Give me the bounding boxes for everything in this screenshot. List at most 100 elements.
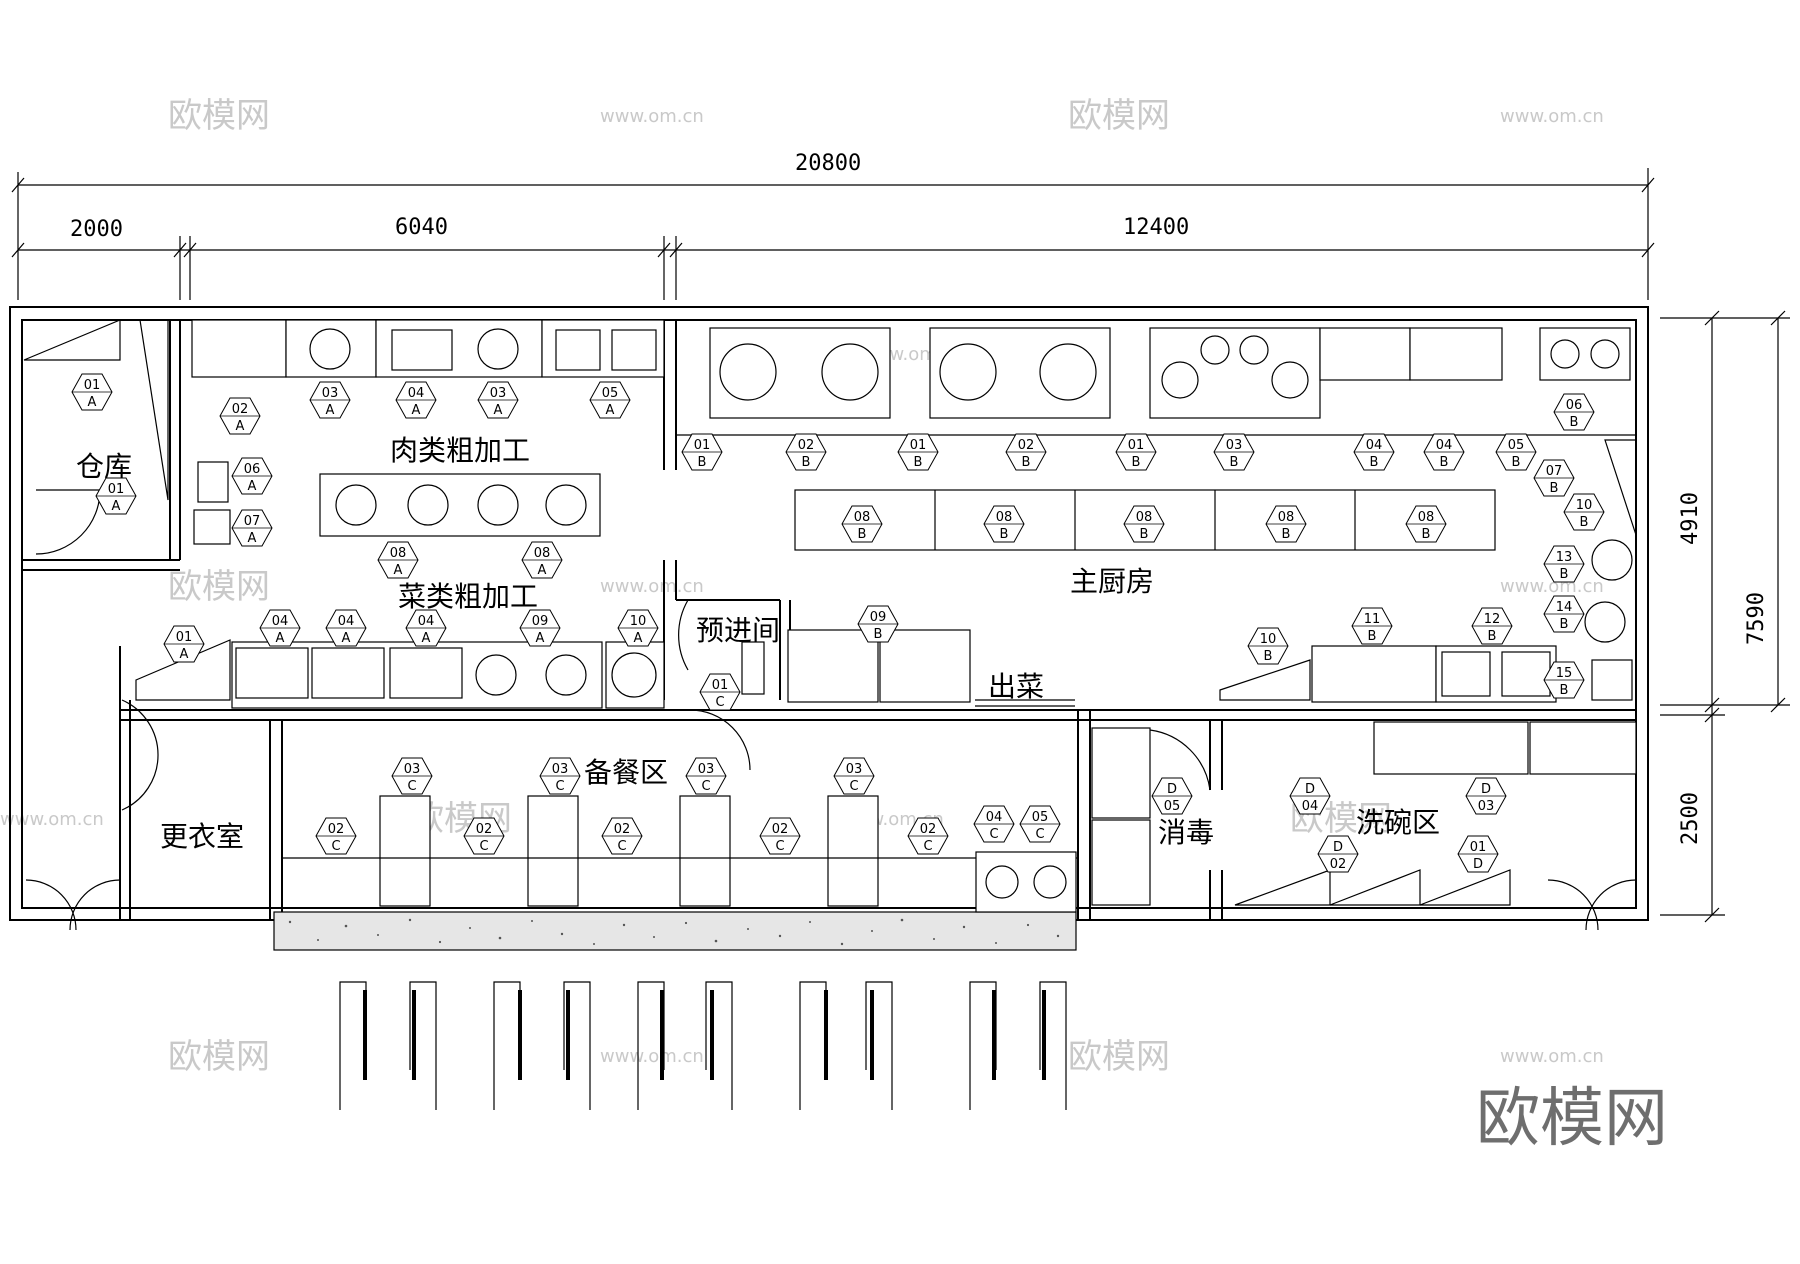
tag-number: D [1167,782,1177,797]
equipment-tag: 02C [315,817,357,855]
tag-series: C [1035,827,1044,842]
tag-number: 04 [338,614,355,629]
equipment-tag: 10B [1247,627,1289,665]
tag-series: B [1368,629,1377,644]
equipment-tag: 08B [1405,505,1447,543]
tag-number: 04 [1436,438,1453,453]
tag-number: 05 [602,386,619,401]
equipment-tag: 05C [1019,805,1061,843]
tag-series: B [1132,455,1141,470]
tag-series: C [555,779,564,794]
tag-number: 01 [176,630,193,645]
equipment-tag: 08A [377,541,419,579]
room-pre-label: 预进间 [696,614,780,647]
equipment-tag: 01A [71,373,113,411]
dim-seg3: 12400 [1123,215,1189,240]
tag-number: 12 [1484,612,1501,627]
tag-series: B [1580,515,1589,530]
equipment-tag: 11B [1351,607,1393,645]
tag-series: C [701,779,710,794]
tag-series: C [923,839,932,854]
tag-series: B [1230,455,1239,470]
dim-total: 20800 [795,151,861,176]
equipment-tag: 01C [699,673,741,711]
tag-series: A [236,419,245,434]
equipment-tags: 01A01A02A03A04A03A05A06A07A08A08A01A04A0… [71,373,1605,873]
dim-h-upper: 4910 [1678,492,1703,545]
tag-number: 01 [712,678,729,693]
tag-series: A [422,631,431,646]
tag-series: 05 [1164,799,1181,814]
tag-series: A [494,403,503,418]
tag-series: B [1022,455,1031,470]
tag-series: A [112,499,121,514]
equipment-tag: 02C [601,817,643,855]
equipment-tag: 08B [983,505,1025,543]
watermark-url: www.om.cn [600,576,704,597]
equipment-tag: 12B [1471,607,1513,645]
tag-number: 08 [996,510,1013,525]
tag-series: A [606,403,615,418]
equipment-tag: 01B [1115,433,1157,471]
tag-series: A [536,631,545,646]
tag-number: 02 [232,402,249,417]
tag-series: A [412,403,421,418]
tag-number: 02 [920,822,937,837]
tag-series: B [1550,481,1559,496]
equipment-tag: 14B [1543,595,1585,633]
tag-number: 03 [552,762,569,777]
dim-seg1: 2000 [70,217,123,242]
main-kitchen-stoves [676,327,1636,436]
room-prep-label: 备餐区 [584,756,668,789]
equipment-tag: 03A [477,381,519,419]
stairs [23,319,1637,906]
tag-number: 08 [854,510,871,525]
tag-series: C [849,779,858,794]
tag-number: 04 [272,614,289,629]
tag-series: C [617,839,626,854]
veg-processing-equipment [231,641,665,709]
equipment-tag: 03C [833,757,875,795]
tag-number: 06 [1566,398,1583,413]
tag-series: B [1570,415,1579,430]
tag-number: 08 [534,546,551,561]
tag-series: B [1560,617,1569,632]
tag-series: C [479,839,488,854]
tag-series: 02 [1330,857,1347,872]
equipment-tag: D 02 [1317,835,1359,873]
dim-seg2: 6040 [395,215,448,240]
equipment-tag: 04A [405,609,447,647]
equipment-tag: 07A [231,509,273,547]
equipment-tag: 02B [785,433,827,471]
tag-number: 02 [476,822,493,837]
tag-number: 10 [630,614,647,629]
tag-number: 08 [1418,510,1435,525]
watermark-url: www.om.cn [1500,1046,1604,1067]
tag-number: 02 [772,822,789,837]
watermark-brand: 欧模网 [168,96,270,136]
tag-number: 11 [1364,612,1381,627]
tag-number: D [1481,782,1491,797]
tag-series: C [331,839,340,854]
equipment-tag: 02C [463,817,505,855]
tag-series: 04 [1302,799,1319,814]
tag-number: 03 [698,762,715,777]
tag-series: B [1560,567,1569,582]
tag-number: 10 [1260,632,1277,647]
tag-number: 04 [1366,438,1383,453]
tag-number: 08 [1278,510,1295,525]
equipment-tag: 04A [325,609,367,647]
tag-series: B [1264,649,1273,664]
watermark-brand: 欧模网 [168,1037,270,1077]
tag-number: 08 [1136,510,1153,525]
equipment-tag: 04A [395,381,437,419]
equipment-tag: 09B [857,605,899,643]
tag-number: D [1333,840,1343,855]
tag-number: 06 [244,462,261,477]
equipment-tag: 06A [231,457,273,495]
watermark-url: www.om.cn [600,106,704,127]
equipment-tag: 03A [309,381,351,419]
tag-number: 02 [614,822,631,837]
tag-number: 04 [986,810,1003,825]
tag-series: A [180,647,189,662]
